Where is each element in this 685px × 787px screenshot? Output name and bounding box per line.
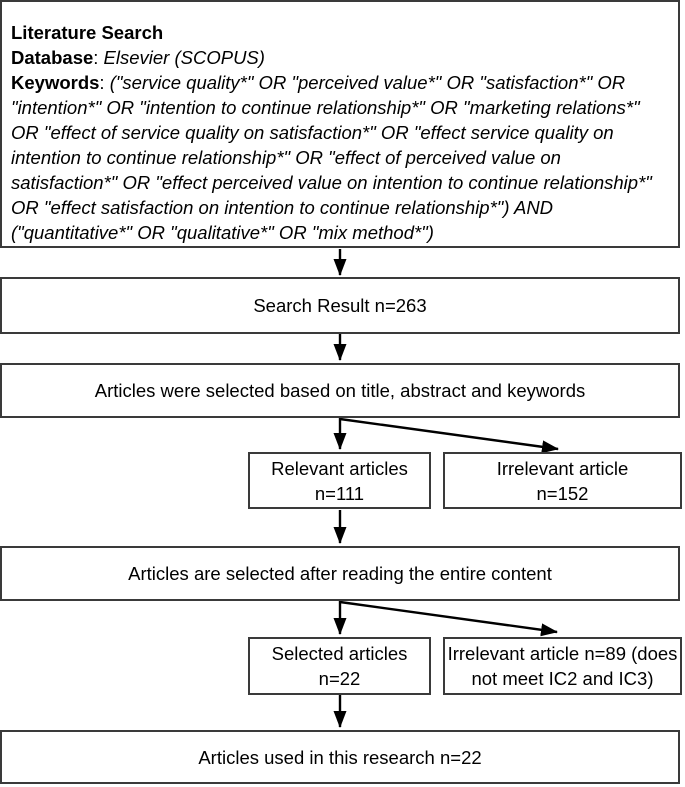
search-strategy-box: Literature Search Database: Elsevier (SC… [0,0,680,248]
irrelevant-fulltext-box: Irrelevant article n=89 (does not meet I… [443,637,682,695]
relevant-articles-label: Relevant articles n=111 [271,457,408,504]
arrow-fulltext-to-irrelevant [339,600,558,637]
keywords-separator: : [99,72,110,93]
database-line: Database: Elsevier (SCOPUS) [11,45,668,70]
relevant-articles-box: Relevant articles n=111 [248,452,431,509]
irrelevant-fulltext-label: Irrelevant article n=89 (does not meet I… [447,643,678,689]
search-result-label: Search Result n=263 [253,295,427,316]
search-strategy-title: Literature Search [11,20,668,45]
database-label: Database [11,47,94,68]
database-separator: : [93,47,104,68]
title-text: Literature Search [11,22,164,43]
full-text-reading-label: Articles are selected after reading the … [128,563,552,584]
irrelevant-articles-box: Irrelevant article n=152 [443,452,682,509]
irrelevant-articles-label: Irrelevant article n=152 [496,457,629,504]
title-abstract-screening-label: Articles were selected based on title, a… [94,380,586,401]
final-articles-label: Articles used in this research n=22 [198,746,482,768]
keywords-label: Keywords [11,72,100,93]
final-articles-box: Articles used in this research n=22 [0,730,680,784]
keywords-value: ("service quality*" OR "perceived value*… [11,72,652,243]
title-abstract-screening-box: Articles were selected based on title, a… [0,363,680,418]
arrow-screening-to-irrelevant [339,417,559,454]
full-text-reading-box: Articles are selected after reading the … [0,546,680,601]
search-result-box: Search Result n=263 [0,277,680,334]
database-value: Elsevier (SCOPUS) [103,47,265,68]
keywords-line: Keywords: ("service quality*" OR "percei… [11,70,668,245]
selected-articles-label: Selected articles n=22 [271,643,408,689]
selected-articles-box: Selected articles n=22 [248,637,431,695]
